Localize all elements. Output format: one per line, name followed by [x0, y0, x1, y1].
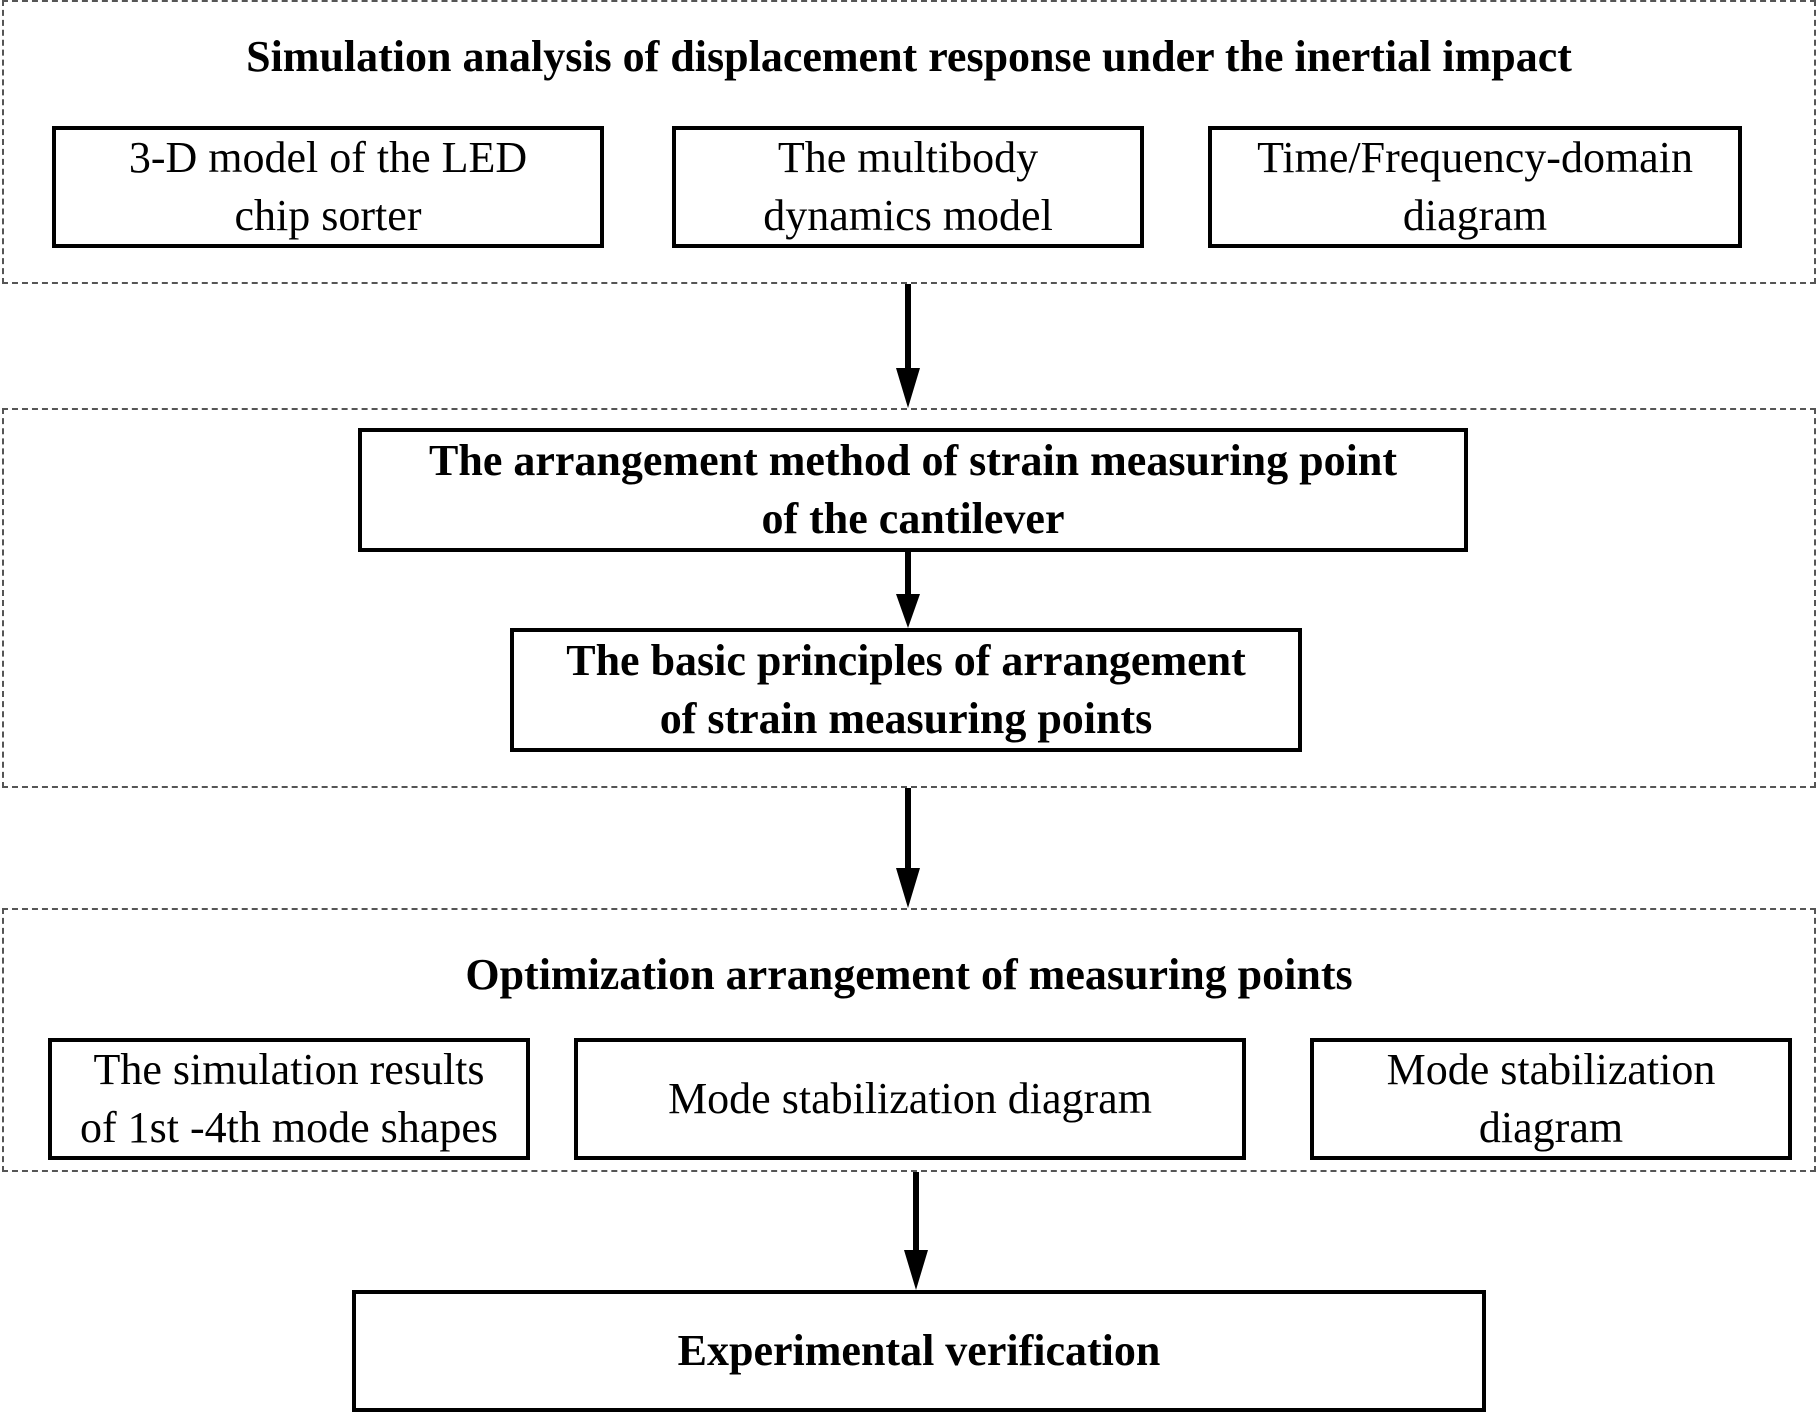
optimization-arrangement-group: Optimization arrangement of measuring po… — [2, 908, 1816, 1172]
basic-principles-box: The basic principles of arrangement of s… — [510, 628, 1302, 752]
arrow-group3-to-verification — [904, 1172, 928, 1290]
mode-shapes-results-box: The simulation results of 1st -4th mode … — [48, 1038, 530, 1160]
simulation-analysis-heading: Simulation analysis of displacement resp… — [246, 32, 1572, 81]
led-chip-sorter-model-box: 3-D model of the LED chip sorter — [52, 126, 604, 248]
multibody-dynamics-model-box: The multibody dynamics model — [672, 126, 1144, 248]
experimental-verification-box: Experimental verification — [352, 1290, 1486, 1412]
arrow-group2-to-group3 — [896, 788, 920, 908]
simulation-analysis-group: Simulation analysis of displacement resp… — [2, 0, 1816, 284]
mode-stabilization-diagram-box-center: Mode stabilization diagram — [574, 1038, 1246, 1160]
mode-stabilization-diagram-box-right: Mode stabilization diagram — [1310, 1038, 1792, 1160]
arrow-group1-to-group2 — [896, 284, 920, 408]
time-frequency-domain-box: Time/Frequency-domain diagram — [1208, 126, 1742, 248]
arrangement-method-box: The arrangement method of strain measuri… — [358, 428, 1468, 552]
arrow-method-to-principles — [896, 552, 920, 628]
strain-measuring-point-group — [2, 408, 1816, 788]
optimization-arrangement-heading: Optimization arrangement of measuring po… — [465, 950, 1353, 999]
